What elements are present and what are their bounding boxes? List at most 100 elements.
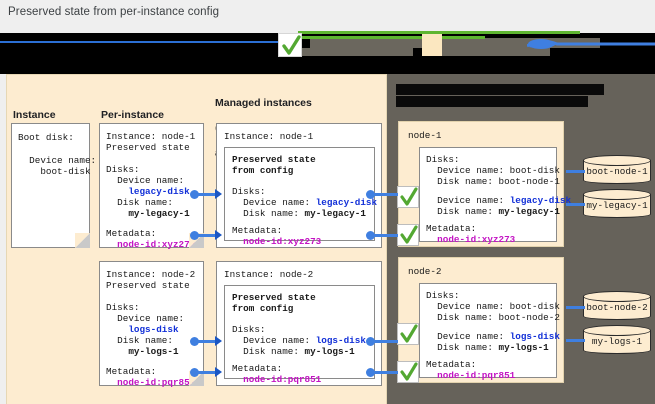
vm2-name: node-2 [408,266,442,277]
disk-cylinder-my-logs-1: my-logs-1 [583,325,651,355]
green-check-icon [400,225,418,244]
pic2-device-name-label: Device name: [106,313,185,324]
mi2-title: Instance: node-2 [224,269,314,280]
connector-arrow-disk-node-1 [215,189,222,199]
cylinder-top [583,155,651,166]
connector-dot-disk-vm-node-1 [366,190,375,199]
disk-link-my-legacy-1 [566,203,585,206]
vm1-boot-device-name: Device name: boot-disk [426,165,560,176]
disk-label: my-logs-1 [591,336,643,347]
mi2-disk-name-value: my-logs-1 [304,346,355,357]
disk-cylinder-my-legacy-1: my-legacy-1 [583,189,651,219]
cylinder-top [583,189,651,200]
vm1-metadata-label: Metadata: [426,223,477,234]
mi1-metadata-value: node-id:xyz273 [232,236,322,247]
mi1-subtitle-2: from config [232,165,294,176]
vm2-extra-device-label: Device name: [426,331,510,342]
connector-dot-metadata-vm-node-1 [366,231,375,240]
vm2-extra-device-value: logs-disk [509,331,560,342]
pic1-device-name-value: legacy-disk [106,186,190,197]
mi1-disks-label: Disks: [232,186,266,197]
connector-dot-disk-node-2 [190,337,199,346]
mi1-device-name-row: Device name: legacy-disk [232,197,377,208]
vm1-disks-label: Disks: [426,154,460,165]
disk-label: boot-node-1 [586,166,648,177]
connector-dot-disk-node-1 [190,190,199,199]
mi2-disks-label: Disks: [232,324,266,335]
pic2-metadata-value: node-id:pqr851 [106,377,196,388]
green-check-icon [282,35,301,55]
mi2-subtitle-2: from config [232,303,294,314]
managed-head-line1: Managed instances [215,96,312,109]
pic1-device-name-label: Device name: [106,175,185,186]
pic2-disk-name-value: my-logs-1 [106,346,179,357]
mi1-device-name-label: Device name: [232,197,316,208]
vm2-metadata-label: Metadata: [426,359,477,370]
preserved-metadata-check-badge-node-2 [397,361,419,383]
instance-template-device-name-value: boot-disk [18,166,91,177]
managed-instance-card-node-2: Instance: node-2 Preserved state from co… [216,261,382,386]
connector-line-metadata-node-2 [196,371,216,374]
mi1-metadata-label: Metadata: [232,225,283,236]
mi2-device-name-label: Device name: [232,335,316,346]
connector-line-disk-node-2 [196,340,216,343]
preserved-disk-check-badge-node-1 [397,186,419,208]
connector-line-metadata-node-1 [196,234,216,237]
mi2-disk-name-label: Disk name: [232,346,305,357]
mi1-preserved-state-box: Preserved state from config Disks: Devic… [224,147,377,247]
connector-dot-metadata-node-2 [190,368,199,377]
pic1-metadata-value: node-id:xyz273 [106,239,196,250]
mi1-title: Instance: node-1 [224,131,314,142]
pic2-disk-name-label: Disk name: [106,335,173,346]
disk-link-boot-node-1 [566,170,585,173]
vm1-extra-device-value: legacy-disk [509,195,572,206]
vm1-extra-device-row: Device name: legacy-disk [426,195,571,206]
instance-template-title: Boot disk: [18,132,74,143]
vm2-extra-device-row: Device name: logs-disk [426,331,560,342]
legend-beige-swatch [422,34,442,56]
connector-arrow-metadata-node-2 [215,367,222,377]
mi2-device-name-value: logs-disk [315,335,366,346]
mi1-disk-name-label: Disk name: [232,208,305,219]
disk-label: boot-node-2 [586,302,648,313]
instance-template-card: Boot disk: Device name: boot-disk [11,123,96,248]
mi1-subtitle-1: Preserved state [232,154,316,165]
connector-line-disk-node-1 [196,193,216,196]
legend-strip-bg [310,38,600,48]
legend-blue-rule [0,41,300,43]
vm1-extra-disk-label: Disk name: [426,206,499,217]
disk-link-boot-node-2 [566,306,585,309]
connector-dot-metadata-vm-node-2 [366,368,375,377]
vm2-metadata-value: node-id:pqr851 [426,370,516,381]
instance-template-head-line1: Instance [13,108,56,121]
cylinder-top [583,325,651,336]
per-instance-head-line1: Per-instance [101,108,165,121]
vm1-boot-disk-name: Disk name: boot-node-1 [426,176,560,187]
instance-template-device-name-label: Device name: [18,155,97,166]
mi1-device-name-value: legacy-disk [315,197,378,208]
pic2-device-name-value: logs-disk [106,324,179,335]
pic1-header-1: Instance: node-1 [106,131,196,142]
vm1-metadata-value: node-id:xyz273 [426,234,516,245]
pic2-header-1: Instance: node-2 [106,269,196,280]
page-title: Preserved state from per-instance config [8,6,220,18]
mi2-subtitle-1: Preserved state [232,292,316,303]
disk-label: my-legacy-1 [586,200,648,211]
mi1-disk-name-value: my-legacy-1 [304,208,366,219]
mi2-preserved-state-box: Preserved state from config Disks: Devic… [224,285,375,385]
connector-arrow-metadata-node-1 [215,230,222,240]
mi2-metadata-value: node-id:pqr851 [232,374,322,385]
right-panel-heading-redaction-2 [396,96,588,107]
vm1-extra-disk-row: Disk name: my-legacy-1 [426,206,560,217]
vm2-extra-disk-row: Disk name: my-logs-1 [426,342,549,353]
mi1-disk-name-row: Disk name: my-legacy-1 [232,208,366,219]
right-panel-heading-redaction-1 [396,84,604,95]
connector-line-metadata-vm-node-1 [372,234,398,237]
green-check-icon [400,362,418,381]
disk-cylinder-boot-node-1: boot-node-1 [583,155,651,185]
pic2-metadata-label: Metadata: [106,366,157,377]
green-check-icon [400,324,418,343]
cylinder-top [583,291,651,302]
vm1-inner-box: Disks: Device name: boot-disk Disk name:… [419,147,571,245]
